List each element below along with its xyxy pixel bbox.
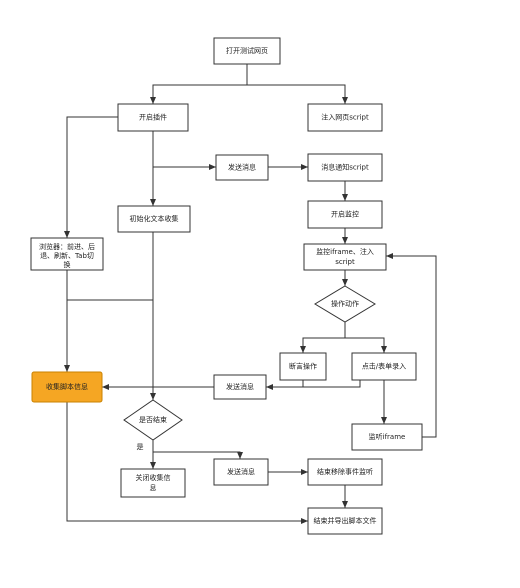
node-close-collect: 关闭收集信 息 — [120, 468, 186, 498]
node-browser-nav: 浏览器：前进、后 退、刷新、Tab切 换 — [30, 237, 104, 271]
node-close-collect-line-2: 息 — [150, 483, 157, 492]
node-monitor-iframe-line-1: 监控iframe、注入 — [316, 247, 374, 256]
node-send-msg-2-label: 发送消息 — [226, 382, 254, 391]
node-end-export: 结束并导出脚本文件 — [307, 507, 383, 535]
edge-plugin-to-browser-nav — [64, 116, 118, 238]
node-assert-op: 断言操作 — [279, 352, 327, 381]
node-send-msg-3-label: 发送消息 — [227, 467, 255, 476]
node-close-collect-line-1: 关闭收集信 — [136, 473, 171, 482]
node-browser-nav-line-2: 退、刷新、Tab切 — [40, 251, 94, 260]
node-action: 操作动作 — [314, 285, 376, 323]
edge-action-to-click — [345, 337, 387, 353]
node-send-msg-2: 发送消息 — [213, 374, 267, 400]
edge-open-page-to-inject — [247, 84, 348, 104]
node-init-text: 初始化文本收集 — [117, 205, 191, 233]
edges — [64, 64, 437, 524]
node-click-input-label: 点击/表单录入 — [362, 362, 406, 371]
node-inject-script-label: 注入网页script — [321, 113, 369, 122]
node-notify-script: 消息通知script — [307, 153, 383, 182]
node-end-export-label: 结束并导出脚本文件 — [314, 516, 377, 525]
edge-label-yes: 是 — [137, 443, 144, 451]
edge-click-to-send-msg-2 — [303, 380, 361, 388]
node-start-monitor: 开启监控 — [307, 200, 383, 229]
edge-is-end-to-send-msg-3 — [153, 451, 243, 459]
node-end-event-listen-label: 结束移除事件监听 — [317, 467, 373, 476]
node-open-page-label: 打开测试网页 — [226, 46, 268, 55]
node-action-label: 操作动作 — [331, 299, 359, 308]
node-monitor-iframe: 监控iframe、注入 script — [303, 243, 387, 271]
node-notify-script-label: 消息通知script — [321, 163, 369, 172]
node-start-monitor-label: 开启监控 — [331, 210, 359, 219]
node-send-msg-3: 发送消息 — [213, 458, 269, 486]
node-init-text-label: 初始化文本收集 — [130, 214, 179, 223]
node-assert-op-label: 断言操作 — [289, 362, 317, 371]
edge-assert-to-send-msg-2 — [266, 380, 304, 390]
node-end-event-listen: 结束移除事件监听 — [307, 458, 383, 486]
node-send-msg-1: 发送消息 — [215, 154, 269, 181]
node-monitor-iframe-line-2: script — [335, 258, 355, 266]
node-inject-script: 注入网页script — [307, 103, 383, 132]
node-listen-iframe: 监听iframe — [351, 423, 423, 451]
node-open-page: 打开测试网页 — [213, 37, 281, 65]
node-browser-nav-line-3: 换 — [64, 260, 71, 269]
edge-listen-iframe-loop — [386, 253, 437, 438]
node-send-msg-1-label: 发送消息 — [228, 163, 256, 172]
edge-collect-to-export — [66, 402, 308, 524]
edge-open-page-to-plugin — [150, 64, 248, 104]
node-enable-plugin-label: 开启插件 — [139, 113, 167, 122]
node-is-end: 是否结束 — [123, 399, 183, 441]
nodes: 打开测试网页 开启插件 注入网页script 发送消息 消息通知script 初… — [30, 37, 423, 535]
node-browser-nav-line-1: 浏览器：前进、后 — [39, 242, 95, 251]
node-enable-plugin: 开启插件 — [117, 103, 189, 132]
node-collect-script-label: 收集脚本信息 — [46, 382, 88, 391]
edge-action-to-assert — [300, 322, 346, 353]
node-click-input: 点击/表单录入 — [351, 352, 417, 381]
node-collect-script: 收集脚本信息 — [31, 371, 103, 403]
node-is-end-label: 是否结束 — [139, 415, 167, 424]
node-listen-iframe-label: 监听iframe — [369, 432, 406, 441]
